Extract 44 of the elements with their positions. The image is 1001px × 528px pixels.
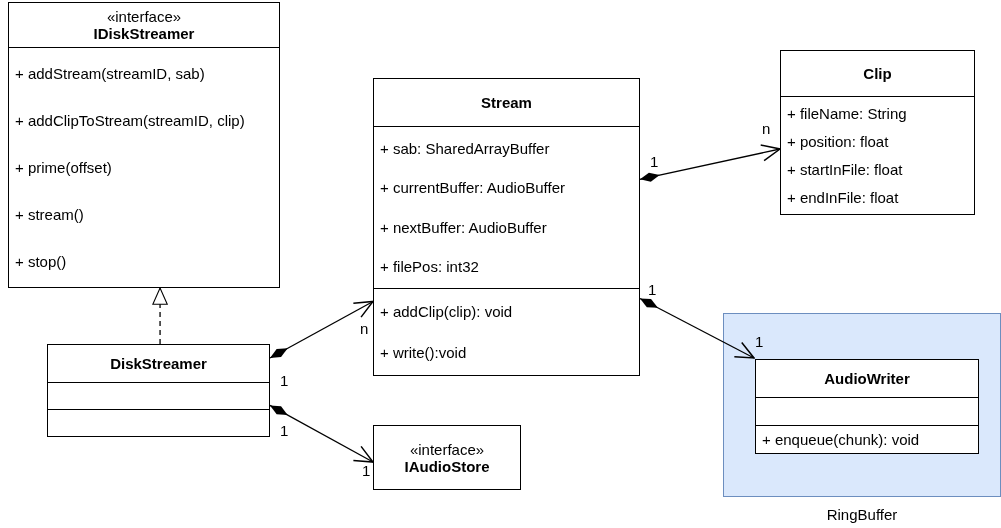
method-text: + addStream(streamID, sab) xyxy=(15,65,206,82)
multiplicity-label: 1 xyxy=(362,462,371,479)
multiplicity-label: n xyxy=(360,320,369,337)
attribute-text: + currentBuffer: AudioBuffer xyxy=(380,179,566,197)
class-box xyxy=(755,359,979,454)
group-label: RingBuffer xyxy=(826,506,898,523)
class-name: Stream xyxy=(481,94,532,111)
method-text: + stop() xyxy=(15,253,68,270)
attribute-text: + nextBuffer: AudioBuffer xyxy=(380,218,548,236)
method-text: + write():void xyxy=(380,344,468,361)
composition-arrow xyxy=(639,144,781,182)
composition-arrow xyxy=(639,297,755,359)
class-name: AudioWriter xyxy=(824,370,910,387)
class-box xyxy=(47,344,270,437)
realization-arrow xyxy=(152,287,168,345)
class-name: DiskStreamer xyxy=(110,355,207,372)
attribute-text: + endInFile: float xyxy=(787,189,900,207)
class-box xyxy=(373,78,640,376)
multiplicity-label: 1 xyxy=(648,281,657,298)
class-box xyxy=(780,50,975,215)
multiplicity-label: 1 xyxy=(280,372,289,389)
stereotype-label: «interface» xyxy=(409,440,485,458)
multiplicity-label: n xyxy=(762,120,771,137)
multiplicity-label: 1 xyxy=(755,333,764,350)
attribute-text: + startInFile: float xyxy=(787,161,904,179)
class-name: IDiskStreamer xyxy=(93,25,195,42)
attribute-text: + fileName: String xyxy=(787,104,908,122)
class-box xyxy=(373,425,521,490)
multiplicity-label: 1 xyxy=(650,153,659,170)
method-text: + enqueue(chunk): void xyxy=(762,431,921,448)
method-text: + addClip(clip): void xyxy=(380,303,514,320)
composition-arrow xyxy=(269,404,374,463)
stereotype-label: «interface» xyxy=(106,8,182,25)
method-text: + stream() xyxy=(15,206,85,223)
attribute-text: + filePos: int32 xyxy=(380,257,480,275)
method-text: + prime(offset) xyxy=(15,159,113,176)
class-name: Clip xyxy=(863,65,892,82)
multiplicity-label: 1 xyxy=(280,422,289,439)
attribute-text: + position: float xyxy=(787,132,890,150)
composition-arrow xyxy=(269,300,374,359)
attribute-text: + sab: SharedArrayBuffer xyxy=(380,140,551,158)
method-text: + addClipToStream(streamID, clip) xyxy=(15,112,246,129)
class-box xyxy=(8,2,280,288)
class-name: IAudioStore xyxy=(404,457,490,475)
